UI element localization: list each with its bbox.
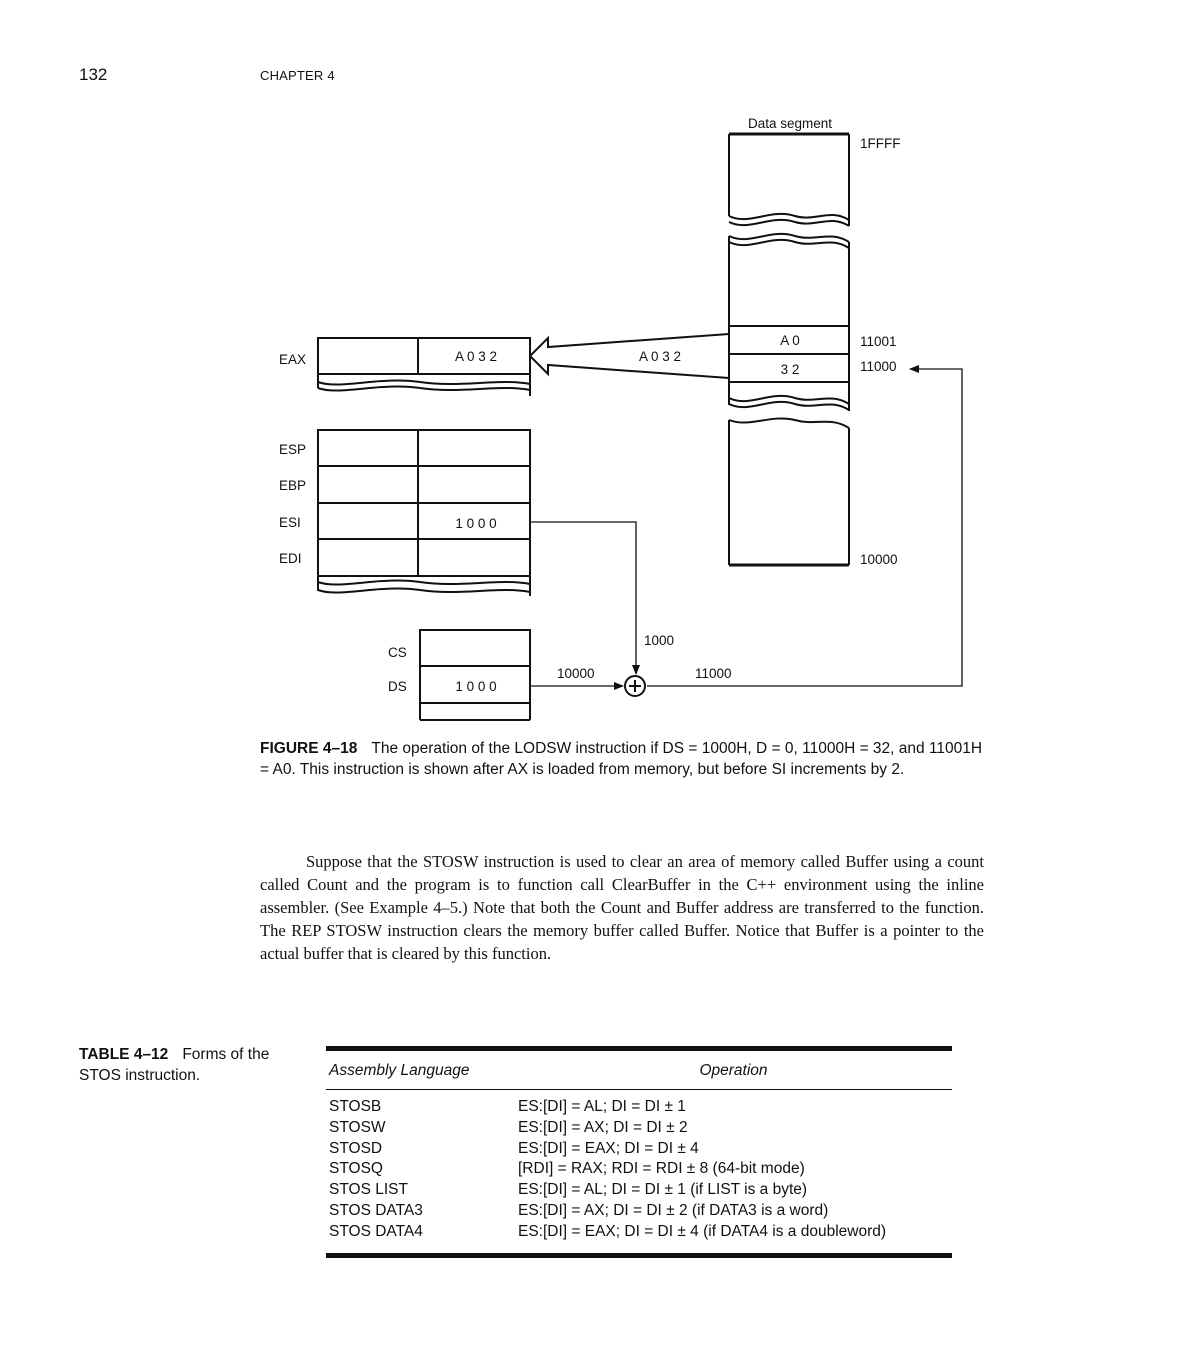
label-eax: EAX [279, 352, 306, 367]
label-addr-11001: 11001 [860, 334, 897, 349]
cell-operation: ES:[DI] = EAX; DI = DI ± 4 [518, 1139, 699, 1157]
label-sum-11000: 11000 [695, 666, 732, 681]
table-row: STOSB ES:[DI] = AL; DI = DI ± 1 [326, 1090, 952, 1118]
table-row: STOSW ES:[DI] = AX; DI = DI ± 2 [326, 1118, 952, 1139]
adder-circle [624, 675, 646, 697]
body-paragraph: Suppose that the STOSW instruction is us… [260, 852, 984, 963]
page-number: 132 [79, 65, 108, 84]
ds-value: 1 0 0 0 [455, 679, 496, 694]
cell-operation: ES:[DI] = AX; DI = DI ± 2 (if DATA3 is a… [518, 1201, 829, 1219]
column-header-assembly: Assembly Language [326, 1046, 515, 1090]
cell-assembly: STOSQ [329, 1160, 383, 1178]
cell-operation: ES:[DI] = EAX; DI = DI ± 4 (if DATA4 is … [515, 1221, 952, 1258]
esi-value: 1 0 0 0 [455, 516, 496, 531]
label-addr-11000: 11000 [860, 359, 897, 374]
cell-operation: ES:[DI] = AL; DI = DI ± 1 [518, 1098, 686, 1115]
cell-assembly: STOSW [329, 1118, 386, 1136]
address-calc-lines [530, 365, 963, 690]
segment-registers [419, 629, 531, 721]
arrow-value: A 0 3 2 [639, 349, 681, 364]
table-caption-label: TABLE 4–12 [79, 1046, 169, 1063]
label-ds: DS [388, 679, 407, 694]
figure-lodsw-diagram: Data segment 1FFFF 11001 11000 10000 A 0… [279, 116, 963, 721]
figure-caption-label: FIGURE 4–18 [260, 740, 358, 757]
index-registers [317, 429, 531, 596]
label-offset-1000: 1000 [644, 633, 674, 648]
data-segment-memory [728, 132, 850, 567]
eax-value: A 0 3 2 [455, 349, 497, 364]
label-ebp: EBP [279, 478, 306, 493]
cell-assembly: STOS LIST [329, 1181, 408, 1199]
stos-forms-table: Assembly Language Operation STOSB ES:[DI]… [326, 1046, 952, 1258]
eax-register [317, 337, 531, 396]
memory-cell-a0: A 0 [780, 333, 800, 348]
cell-operation: ES:[DI] = AL; DI = DI ± 1 (if LIST is a … [518, 1181, 808, 1199]
label-cs: CS [388, 645, 407, 660]
label-esi: ESI [279, 515, 301, 530]
label-esp: ESP [279, 442, 306, 457]
cell-operation: ES:[DI] = AX; DI = DI ± 2 [518, 1118, 688, 1136]
label-addr-10000: 10000 [860, 552, 898, 567]
label-edi: EDI [279, 551, 302, 566]
table-row: STOS LIST ES:[DI] = AL; DI = DI ± 1 (if L… [326, 1180, 952, 1201]
cell-assembly: STOSD [329, 1139, 383, 1157]
label-sum-10000: 10000 [557, 666, 595, 681]
running-head: CHAPTER 4 [260, 68, 335, 83]
cell-operation: [RDI] = RAX; RDI = RDI ± 8 (64-bit mode) [518, 1160, 805, 1178]
column-header-operation: Operation [515, 1046, 952, 1090]
cell-assembly: STOSB [329, 1098, 382, 1115]
table-row: STOS DATA3 ES:[DI] = AX; DI = DI ± 2 (if … [326, 1201, 952, 1222]
label-data-segment: Data segment [748, 116, 832, 131]
cell-assembly: STOS DATA4 [326, 1221, 515, 1258]
label-addr-1ffff: 1FFFF [860, 136, 901, 151]
figure-caption-text: The operation of the LODSW instruction i… [260, 740, 983, 778]
table-row: STOSQ [RDI] = RAX; RDI = RDI ± 8 (64-bit … [326, 1159, 952, 1180]
load-arrow [528, 333, 730, 379]
memory-cell-32: 3 2 [781, 362, 800, 377]
cell-assembly: STOS DATA3 [329, 1201, 423, 1219]
table-caption-text: Forms of the STOS instruction. [79, 1046, 270, 1084]
table-header-row: Assembly Language Operation [326, 1046, 952, 1090]
table-row: STOSD ES:[DI] = EAX; DI = DI ± 4 [326, 1139, 952, 1160]
